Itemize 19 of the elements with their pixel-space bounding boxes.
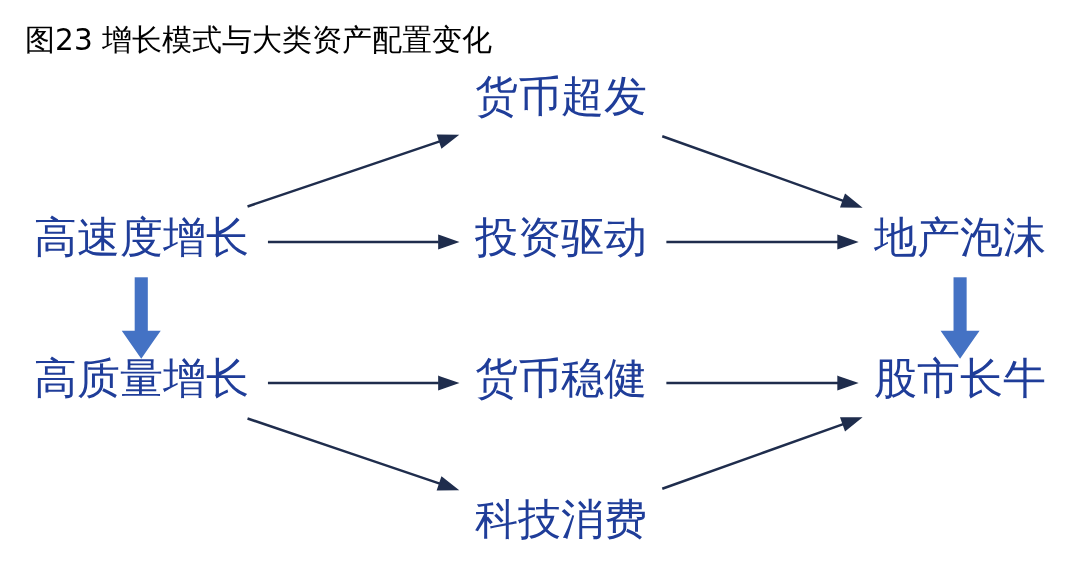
arrow	[661, 416, 863, 490]
arrow	[247, 134, 460, 208]
arrow	[247, 416, 460, 490]
node-text: 投资驱动	[475, 211, 648, 262]
arrow	[121, 276, 161, 359]
arrow	[666, 375, 859, 390]
arrow	[666, 233, 859, 249]
node-text: 货币稳健	[475, 352, 648, 403]
arrow	[267, 375, 460, 390]
arrow	[940, 276, 980, 359]
node-text: 科技消费	[475, 493, 648, 544]
node-text: 货币超发	[475, 70, 648, 121]
node-text: 高质量增长	[33, 352, 249, 403]
node-text: 地产泡沫	[874, 211, 1047, 262]
diagram-title: 图23 增长模式与大类资产配置变化	[25, 22, 493, 57]
node-text: 股市长牛	[874, 352, 1047, 403]
node-text: 高速度增长	[33, 211, 249, 262]
arrow	[267, 233, 460, 249]
arrow	[661, 134, 863, 208]
